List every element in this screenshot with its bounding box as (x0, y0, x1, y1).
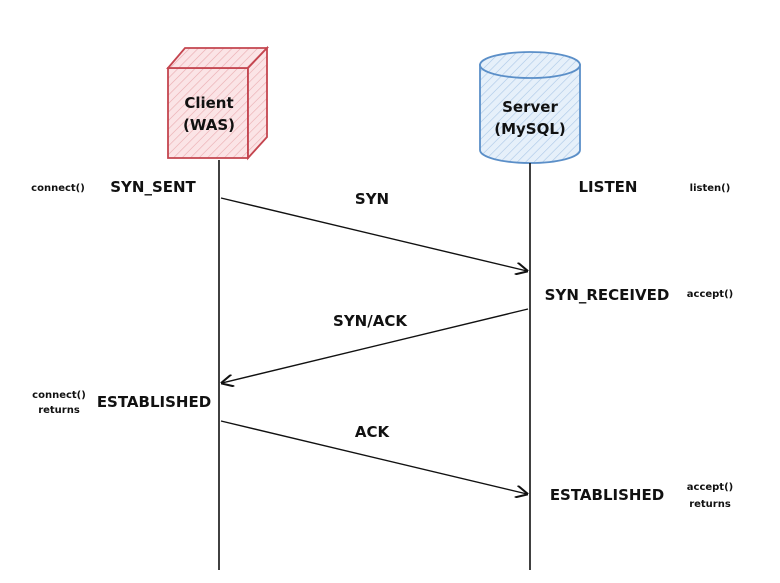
client-state-established: ESTABLISHED (97, 393, 211, 411)
syn-label: SYN (355, 190, 389, 208)
client-call-connect-returns-1: connect() (32, 390, 86, 401)
syn-arrow (220, 197, 527, 271)
server-call-accept-returns-1: accept() (687, 482, 733, 493)
server-state-listen: LISTEN (579, 178, 638, 196)
server-call-listen: listen() (690, 183, 731, 194)
server-name: Server (502, 98, 558, 116)
client-state-syn-sent: SYN_SENT (110, 178, 196, 196)
server-sub: (MySQL) (494, 120, 566, 138)
ack-arrow (220, 420, 527, 494)
ack-label: ACK (355, 423, 391, 441)
client-name: Client (184, 94, 233, 112)
client-box-side (247, 45, 268, 161)
syn-ack-arrow (222, 308, 529, 383)
server-call-accept-returns-2: returns (689, 499, 731, 510)
server-call-accept: accept() (687, 289, 733, 300)
client-sub: (WAS) (183, 116, 235, 134)
client-call-connect-returns-2: returns (38, 405, 80, 416)
server-state-syn-received: SYN_RECEIVED (545, 286, 670, 304)
client-call-connect: connect() (31, 183, 85, 194)
server-cylinder-body (479, 64, 581, 164)
syn-ack-label: SYN/ACK (333, 312, 408, 330)
server-cylinder-top (479, 51, 581, 79)
client-node: Client (WAS) (166, 45, 270, 161)
server-node: Server (MySQL) (479, 51, 581, 164)
server-state-established: ESTABLISHED (550, 486, 664, 504)
client-box-front (167, 67, 249, 159)
